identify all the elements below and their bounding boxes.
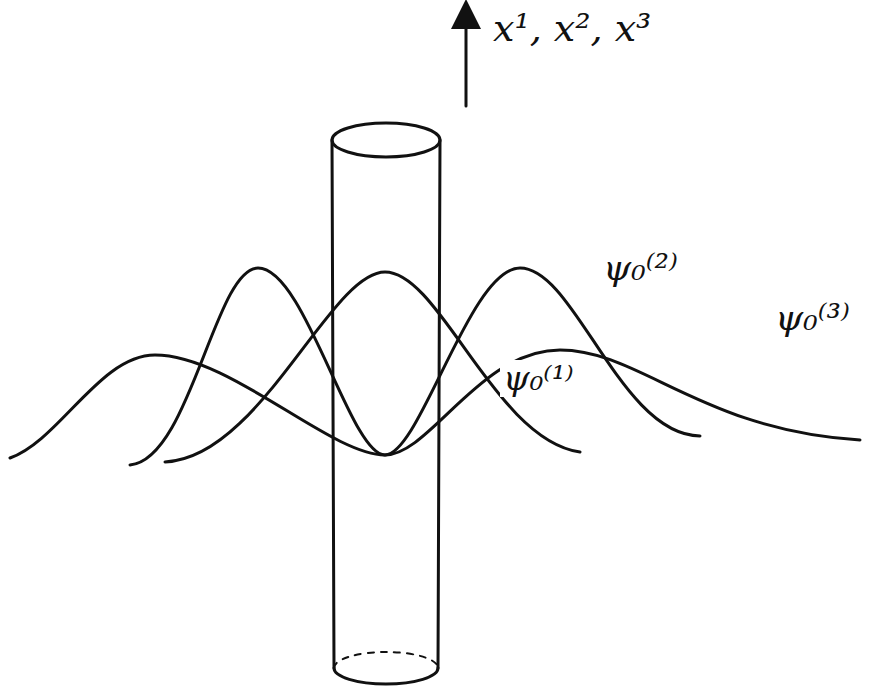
cylinder-side [438,140,440,668]
cylinder-bottom-hidden [334,652,438,668]
function-label: ψ₀⁽¹⁾ [500,360,577,397]
wave-curve [130,268,700,465]
cylinder-side [332,140,334,668]
axis-label: x¹, x², x³ [490,8,654,50]
function-label: ψ₀⁽²⁾ [600,248,681,288]
wave-curve [165,272,580,462]
wave-curve [10,350,860,458]
cylinder-bottom [334,668,438,684]
function-label: ψ₀⁽³⁾ [772,298,853,338]
axis-arrow [465,14,468,106]
cylinder-top [332,123,440,157]
